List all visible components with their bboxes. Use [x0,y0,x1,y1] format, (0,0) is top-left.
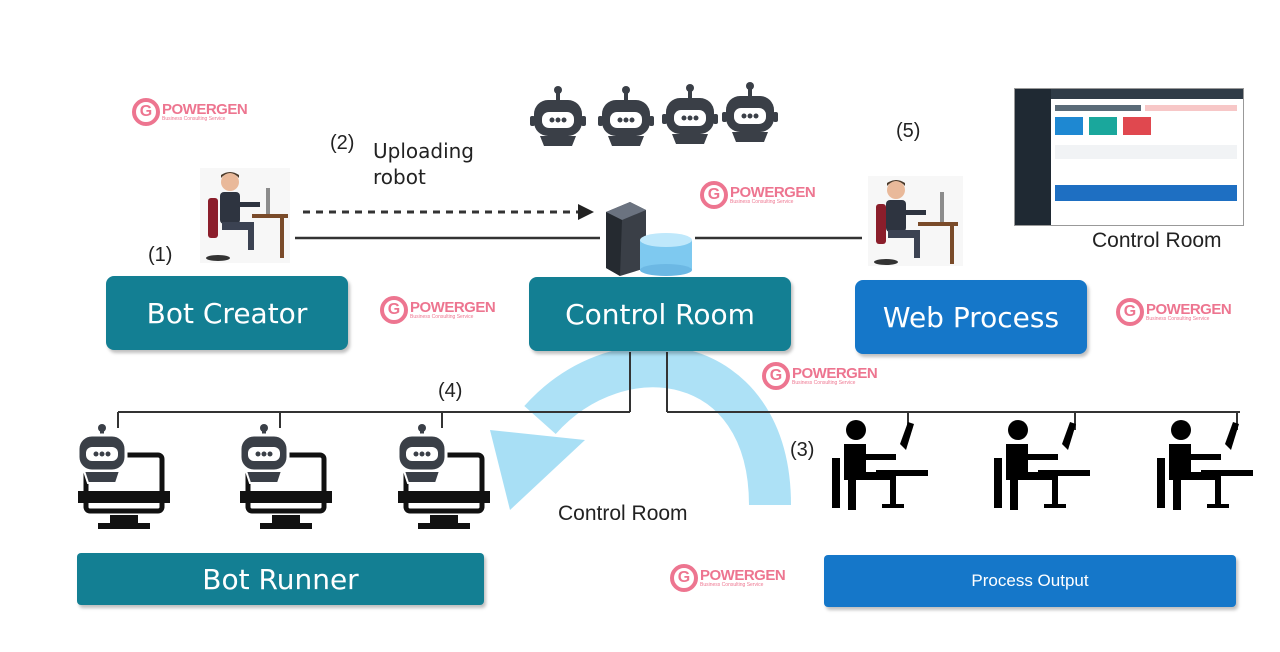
robot-icon [662,84,718,144]
user-desk-icon [994,420,1090,510]
robot-icon [530,86,586,146]
server-icon [606,202,646,276]
logo-tagline: Business Consulting Service [730,199,794,205]
bot-creator-person-icon [200,168,290,263]
uploading-line-1: Uploading [373,139,475,163]
logo-brand: POWERGEN [162,101,248,118]
bot-creator-box[interactable]: Bot Creator [106,276,348,350]
robot-icon [722,82,778,142]
control-room-box[interactable]: Control Room [529,277,791,351]
logo-tagline: Business Consulting Service [410,314,474,320]
logo-brand: POWERGEN [792,365,878,382]
web-process-person-icon [868,176,963,266]
logo-tagline: Business Consulting Service [700,582,764,588]
logo-tagline: Business Consulting Service [162,116,226,122]
bot-runner-box[interactable]: Bot Runner [77,553,484,605]
control-room-caption: Control Room [1092,229,1222,252]
step-3: (3) [790,439,815,461]
cycle-label: Control Room [558,502,688,525]
logo-brand: POWERGEN [730,184,816,201]
user-desk-icon [1157,420,1253,510]
robot-monitor-icon [238,424,332,529]
step-2: (2) [330,132,355,154]
logo-tagline: Business Consulting Service [792,380,856,386]
uploading-line-2: robot [373,165,426,189]
web-process-box[interactable]: Web Process [855,280,1087,354]
control-room-dashboard-thumbnail [1014,88,1244,226]
robot-monitor-icon [76,424,170,529]
step-4: (4) [438,380,463,402]
robot-monitor-icon [396,424,490,529]
logo-tagline: Business Consulting Service [1146,316,1210,322]
step-5: (5) [896,120,921,142]
user-desk-icon [832,420,928,510]
database-icon [640,233,692,276]
uploading-robot-label: Uploading robot [373,138,474,190]
robot-icon [598,86,654,146]
logo-brand: POWERGEN [410,299,496,316]
logo-brand: POWERGEN [1146,301,1232,318]
process-output-box[interactable]: Process Output [824,555,1236,607]
step-1: (1) [148,244,173,266]
logo-brand: POWERGEN [700,567,786,584]
